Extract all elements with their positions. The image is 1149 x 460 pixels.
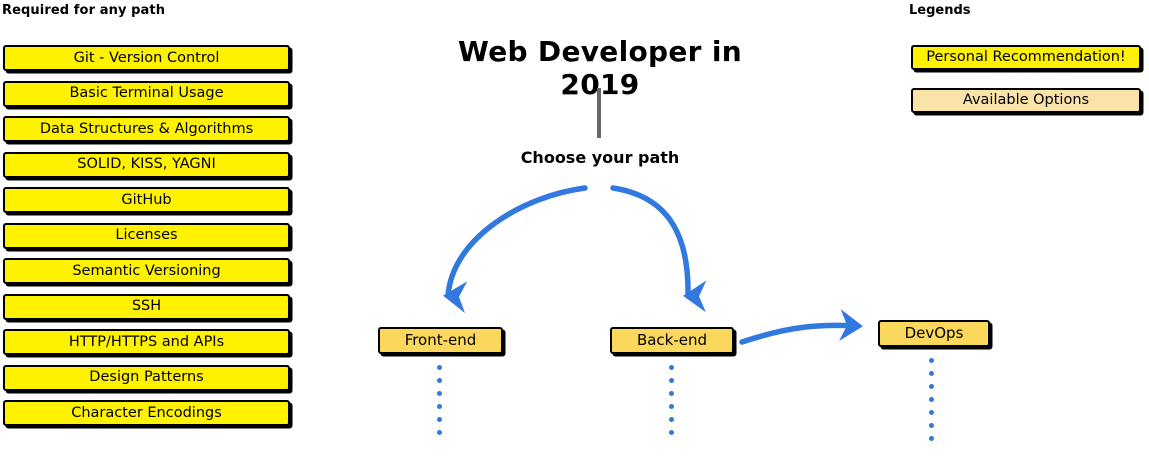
required-item-label: Git - Version Control — [73, 49, 220, 66]
required-item[interactable]: Licenses — [3, 222, 290, 249]
required-item-label: SSH — [131, 298, 162, 315]
choose-your-path-label: Choose your path — [520, 148, 680, 167]
required-item-label: GitHub — [121, 191, 172, 208]
required-item[interactable]: Design Patterns — [3, 364, 290, 391]
legend-item-available-options: Available Options — [911, 88, 1141, 113]
required-item-label: Data Structures & Algorithms — [39, 120, 254, 137]
legend-item-personal-recommendation: Personal Recommendation! — [911, 45, 1141, 70]
required-item-label: Semantic Versioning — [72, 262, 221, 279]
page-title: Web Developer in 2019 — [458, 35, 742, 101]
dotted-continuation-backend — [669, 365, 674, 435]
required-item-label: Character Encodings — [71, 404, 222, 421]
required-item-label: Basic Terminal Usage — [69, 85, 224, 102]
path-box-back-end[interactable]: Back-end — [610, 327, 734, 354]
arrow-to-backend — [610, 185, 707, 313]
required-item[interactable]: GitHub — [3, 187, 290, 213]
legend-item-available-options-label: Available Options — [962, 92, 1090, 109]
arrow-to-frontend — [443, 185, 588, 314]
required-item[interactable]: Semantic Versioning — [3, 258, 290, 284]
required-item-label: Licenses — [115, 227, 178, 244]
path-box-front-end-label: Front-end — [404, 331, 477, 349]
dotted-continuation-devops — [929, 358, 934, 441]
legends-heading: Legends — [909, 3, 971, 18]
path-box-front-end[interactable]: Front-end — [378, 327, 503, 354]
required-item-label: HTTP/HTTPS and APIs — [68, 333, 225, 350]
required-item-label: Design Patterns — [89, 369, 204, 386]
required-item[interactable]: Character Encodings — [3, 400, 290, 426]
required-item[interactable]: Git - Version Control — [3, 45, 290, 71]
required-item[interactable]: SSH — [3, 293, 290, 320]
required-item-label: SOLID, KISS, YAGNI — [77, 156, 216, 173]
required-item[interactable]: Basic Terminal Usage — [3, 80, 290, 107]
stem-connector-line — [597, 88, 601, 138]
arrow-backend-to-devops — [739, 309, 863, 345]
required-item[interactable]: SOLID, KISS, YAGNI — [3, 151, 290, 178]
path-box-devops[interactable]: DevOps — [878, 320, 990, 347]
required-item[interactable]: Data Structures & Algorithms — [3, 116, 290, 142]
legend-item-personal-recommendation-label: Personal Recommendation! — [926, 49, 1126, 66]
dotted-continuation-frontend — [437, 365, 442, 435]
path-box-back-end-label: Back-end — [636, 331, 708, 349]
required-item[interactable]: HTTP/HTTPS and APIs — [3, 329, 290, 355]
path-box-devops-label: DevOps — [904, 324, 964, 342]
required-section-heading: Required for any path — [2, 3, 166, 18]
